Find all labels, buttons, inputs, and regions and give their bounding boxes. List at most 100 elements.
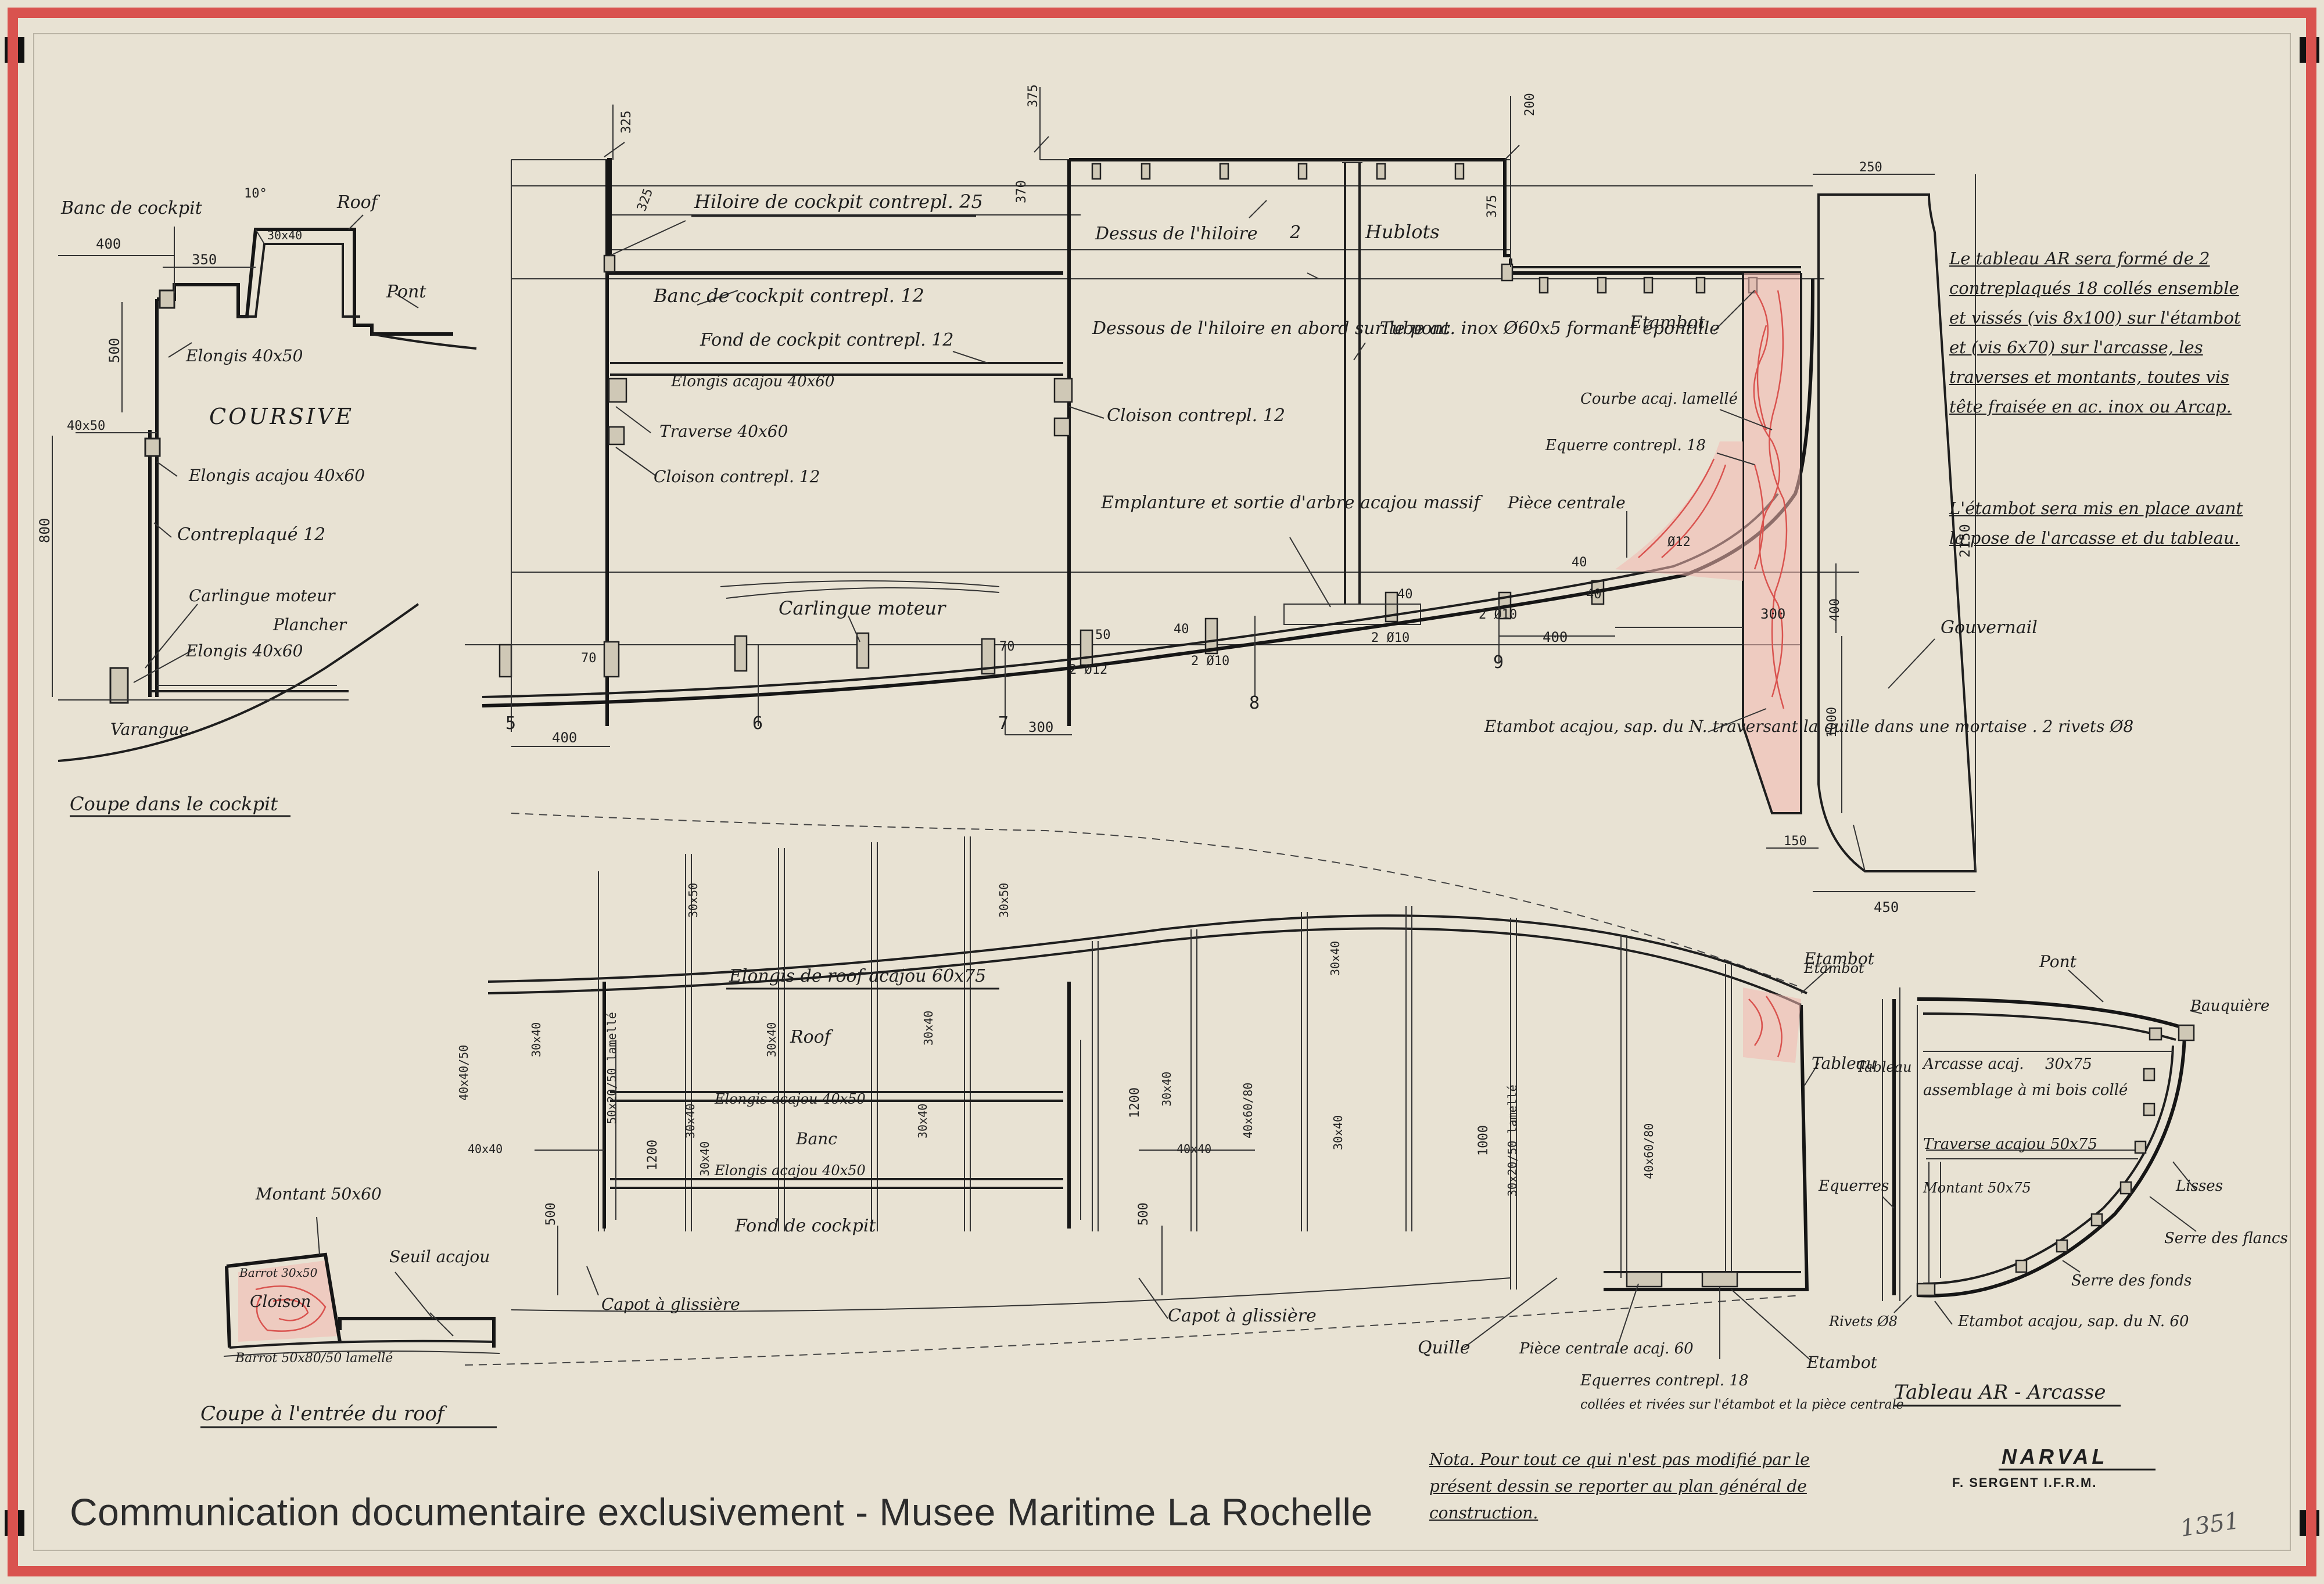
dim-angle: 10° bbox=[244, 186, 267, 201]
title-coupe-roof: Coupe à l'entrée du roof bbox=[200, 1402, 447, 1425]
label-roof-plan: Roof bbox=[790, 1027, 834, 1047]
dim-p-370: 370 bbox=[1014, 180, 1029, 203]
dim-pl-30x40c: 30x40 bbox=[921, 1011, 935, 1046]
label-elongis-banc: Elongis acajou 40x50 bbox=[714, 1091, 866, 1107]
label-capot-left: Capot à glissière bbox=[601, 1295, 740, 1314]
label-serre-fonds: Serre des fonds bbox=[2071, 1272, 2192, 1290]
label-cloison-left: Cloison contrepl. 12 bbox=[654, 467, 820, 486]
dim-p-40c: 40 bbox=[1572, 555, 1587, 570]
title-narval: NARVAL bbox=[2002, 1445, 2108, 1468]
label-etambot-plan-bottom: Etambot bbox=[1806, 1353, 1878, 1372]
dim-p-400a: 400 bbox=[1543, 629, 1568, 645]
dim-p-375a: 375 bbox=[1026, 84, 1041, 107]
label-cloison-roof: Cloison bbox=[250, 1292, 311, 1311]
label-quille: Quille bbox=[1418, 1338, 1470, 1358]
dim-350: 350 bbox=[192, 252, 217, 268]
dim-p-40a: 40 bbox=[1174, 622, 1189, 637]
label-contreplaque: Contreplaqué 12 bbox=[177, 525, 325, 545]
paper-edge bbox=[33, 33, 2291, 1551]
label-dessous-hiloire: Dessous de l'hiloire en abord sur le pon… bbox=[1092, 318, 1451, 339]
station-6: 6 bbox=[752, 713, 763, 734]
title-author: F. SERGENT I.F.R.M. bbox=[1952, 1475, 2097, 1490]
dim-p-50: 50 bbox=[1095, 628, 1111, 642]
station-5: 5 bbox=[505, 713, 516, 734]
dim-p-300a: 300 bbox=[1760, 606, 1785, 622]
dim-p-2010c: 2 Ø10 bbox=[1479, 608, 1517, 622]
dim-pl-1200b: 1200 bbox=[1128, 1087, 1142, 1118]
dim-pl-40x40a: 40x40 bbox=[468, 1142, 503, 1156]
label-elongis-40x60: Elongis 40x60 bbox=[185, 641, 303, 660]
label-courbe: Courbe acaj. lamellé bbox=[1580, 390, 1738, 408]
label-hiloire: Hiloire de cockpit contrepl. 25 bbox=[694, 191, 983, 213]
label-carlingue: Carlingue moteur bbox=[189, 586, 336, 605]
label-seuil: Seuil acajou bbox=[389, 1247, 490, 1266]
label-banc-cockpit-contrepl: Banc de cockpit contrepl. 12 bbox=[653, 285, 924, 307]
dim-p-400c: 400 bbox=[552, 730, 577, 746]
label-equerres-plan: Equerres contrepl. 18 bbox=[1580, 1372, 1748, 1389]
nota-text: Nota. Pour tout ce qui n'est pas modifié… bbox=[1429, 1450, 1810, 1522]
label-equerre: Equerre contrepl. 18 bbox=[1545, 437, 1706, 454]
dim-pl-30x40g: 30x40 bbox=[1160, 1072, 1174, 1107]
label-dessus-hiloire: Dessus de l'hiloire bbox=[1095, 224, 1257, 244]
dim-p-450: 450 bbox=[1874, 899, 1899, 915]
dim-30x40: 30x40 bbox=[267, 228, 302, 242]
label-roof: Roof bbox=[336, 192, 381, 213]
dim-pl-30x40e: 30x40 bbox=[916, 1104, 930, 1138]
dim-pl-lamelle: 30x20/50 lamellé bbox=[1505, 1084, 1519, 1197]
label-elongis-profile: Elongis acajou 40x60 bbox=[670, 373, 834, 390]
label-elongis-roof: Elongis de roof acajou 60x75 bbox=[729, 966, 986, 986]
label-emplanture: Emplanture et sortie d'arbre acajou mass… bbox=[1100, 493, 1483, 513]
label-barrot-top: Barrot 30x50 bbox=[239, 1266, 318, 1280]
dim-500: 500 bbox=[106, 338, 123, 363]
label-bauquiere: Bauquière bbox=[2190, 997, 2269, 1015]
dim-pl-40x60-80a: 40x60/80 bbox=[1241, 1083, 1255, 1138]
label-tableau-plan: Tableau bbox=[1812, 1054, 1876, 1073]
label-piece-centrale: Pièce centrale bbox=[1507, 493, 1626, 512]
red-border bbox=[8, 8, 2316, 1576]
dim-pl-30x50a: 30x50 bbox=[686, 883, 700, 918]
dim-p-325b: 325 bbox=[634, 186, 656, 213]
dim-p-200: 200 bbox=[1523, 93, 1537, 116]
dim-p-2010b: 2 Ø10 bbox=[1371, 631, 1410, 645]
dim-p-2012: 2 Ø12 bbox=[1069, 663, 1107, 677]
label-tableau: Tableau bbox=[1856, 1059, 1911, 1075]
dim-p-325a: 325 bbox=[619, 110, 634, 134]
note-etambot: L'étambot sera mis en place avant la pos… bbox=[1949, 498, 2243, 548]
label-equerres: Equerres bbox=[1818, 1177, 1889, 1195]
label-fond-cockpit: Fond de cockpit contrepl. 12 bbox=[700, 330, 953, 350]
label-carlingue-moteur: Carlingue moteur bbox=[779, 597, 946, 619]
dim-pl-1000: 1000 bbox=[1476, 1125, 1491, 1156]
label-traverse-tableau: Traverse acajou 50x75 bbox=[1923, 1136, 2097, 1153]
label-capot-right: Capot à glissière bbox=[1168, 1306, 1317, 1326]
dim-pl-30x50b: 30x50 bbox=[997, 883, 1011, 918]
profile-section: Hiloire de cockpit contrepl. 25 Banc de … bbox=[465, 84, 2133, 915]
notes-right: Le tableau AR sera formé de 2 contreplaq… bbox=[1949, 249, 2243, 548]
note-tableau: Le tableau AR sera formé de 2 contreplaq… bbox=[1949, 249, 2241, 416]
dim-pl-lamelle-2: 50x20/50 lamellé bbox=[605, 1012, 619, 1124]
label-serre-flancs: Serre des flancs bbox=[2164, 1230, 2288, 1247]
label-tube-inox: Tube ac. inox Ø60x5 formant épontille bbox=[1380, 318, 1720, 339]
label-fond-cockpit-plan: Fond de cockpit bbox=[734, 1216, 876, 1236]
tableau-section: Pont Bauquière Arcasse acaj. 30x75 assem… bbox=[1803, 952, 2288, 1407]
dim-800: 800 bbox=[37, 518, 53, 543]
label-collees-rivees: collées et rivées sur l'étambot et la pi… bbox=[1580, 1398, 1904, 1412]
dim-40x50: 40x50 bbox=[67, 419, 105, 433]
label-arcasse: Arcasse acaj. bbox=[1922, 1055, 2024, 1073]
nota-and-titleblock: Nota. Pour tout ce qui n'est pas modifié… bbox=[1429, 1445, 2241, 1542]
label-etambot-tableau-top: Etambot bbox=[1803, 960, 1864, 976]
dim-pl-30x40f: 30x40 bbox=[683, 1104, 697, 1138]
dim-p-250: 250 bbox=[1859, 160, 1882, 175]
dim-p-1000: 1000 bbox=[1825, 707, 1839, 738]
dim-pl-40x40b: 40x40 bbox=[1177, 1142, 1211, 1156]
dim-pl-40x40-50: 40x40/50 bbox=[457, 1045, 471, 1101]
drawing-number: 1351 bbox=[2179, 1507, 2241, 1542]
coursive-section: Banc de cockpit Roof Pont Elongis 40x50 … bbox=[37, 186, 477, 817]
label-banc-plan: Banc bbox=[795, 1129, 837, 1148]
label-montant-tableau: Montant 50x75 bbox=[1923, 1180, 2031, 1196]
dim-pl-500b: 500 bbox=[1136, 1202, 1151, 1226]
station-9: 9 bbox=[1493, 652, 1504, 673]
dim-pl-30x40d: 30x40 bbox=[1328, 941, 1342, 976]
dim-pl-30x40i: 30x40 bbox=[698, 1141, 712, 1176]
dim-400: 400 bbox=[96, 236, 121, 252]
